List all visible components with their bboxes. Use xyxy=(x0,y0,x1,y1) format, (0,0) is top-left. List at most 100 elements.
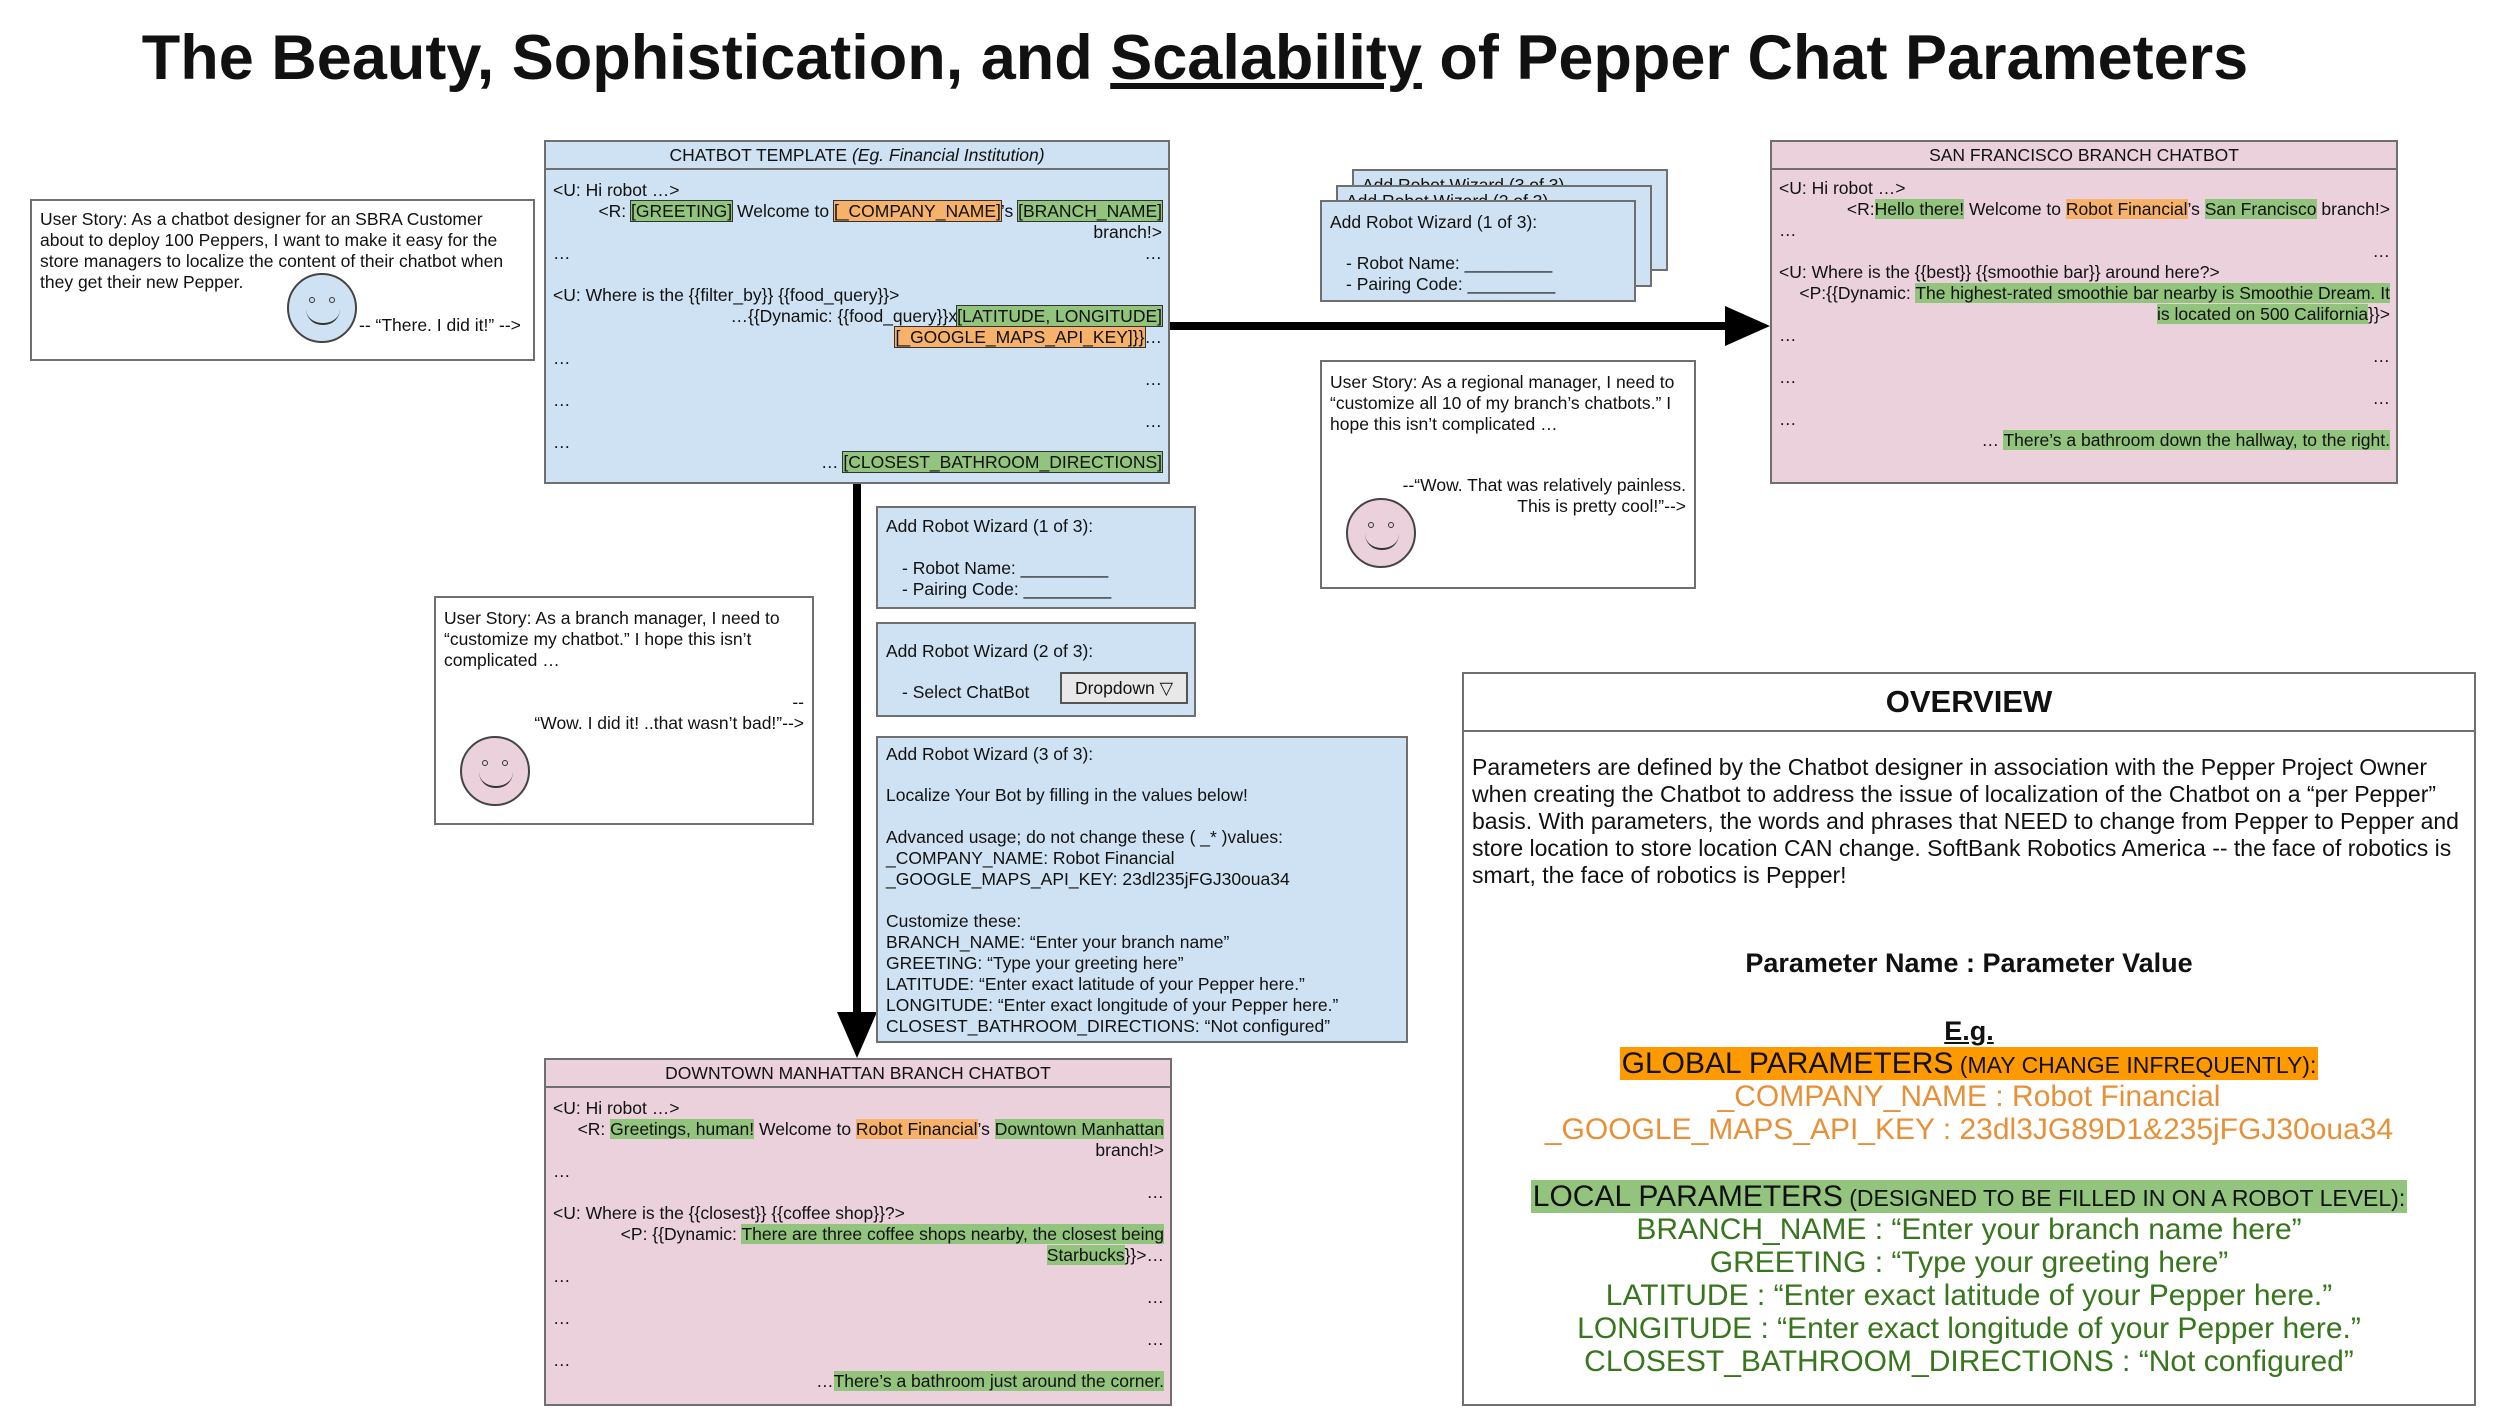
template-line: branch!> xyxy=(1093,222,1162,242)
wizard-title: Add Robot Wizard (2 of 3): xyxy=(886,641,1094,661)
param-google-maps-key: [_GOOGLE_MAPS_API_KEY]}} xyxy=(894,326,1146,348)
sf-line-user-hi: <U: Hi robot …> xyxy=(1779,178,1906,198)
overview-panel: OVERVIEW Parameters are defined by the C… xyxy=(1462,672,2476,1406)
title-text-end: of Pepper Chat Parameters xyxy=(1421,23,2249,93)
wizard-field-bathroom[interactable]: CLOSEST_BATHROOM_DIRECTIONS: “Not config… xyxy=(886,1016,1331,1036)
story-quote: This is pretty cool!”--> xyxy=(1517,496,1686,516)
smiley-face-icon xyxy=(287,273,357,343)
template-header: CHATBOT TEMPLATE (Eg. Financial Institut… xyxy=(546,142,1168,170)
story-line: complicated … xyxy=(444,650,560,670)
sf-line-dynamic: <P:{{Dynamic: The highest-rated smoothie… xyxy=(1799,283,2390,303)
smiley-face-icon xyxy=(1346,498,1416,568)
dm-line: branch!> xyxy=(1095,1140,1164,1160)
ellipsis: … xyxy=(1779,325,1797,345)
ellipsis: … xyxy=(553,1350,571,1370)
chatbot-template-panel: CHATBOT TEMPLATE (Eg. Financial Institut… xyxy=(544,140,1170,484)
title-underlined-word: Scalability xyxy=(1110,23,1422,93)
ellipsis: … xyxy=(553,390,571,410)
story-line: User Story: As a regional manager, I nee… xyxy=(1330,372,1675,392)
wizard-field-pairing-code: - Pairing Code: _________ xyxy=(1346,274,1556,294)
global-param-company: _COMPANY_NAME : Robot Financial xyxy=(1717,1080,2221,1113)
story-line: hope this isn’t complicated … xyxy=(1330,414,1558,434)
dm-line-dynamic: <P: {{Dynamic: There are three coffee sh… xyxy=(620,1224,1164,1244)
story-line: store managers to localize the content o… xyxy=(40,251,504,271)
ellipsis: … xyxy=(1779,367,1797,387)
wizard-field-latitude[interactable]: LATITUDE: “Enter exact latitude of your … xyxy=(886,974,1305,994)
sf-line-dynamic-2: is located on 500 California}}> xyxy=(2156,304,2390,324)
story-dash: -- xyxy=(792,692,804,712)
ellipsis: … xyxy=(2372,241,2391,261)
dm-line-robot-greeting: <R: Greetings, human! Welcome to Robot F… xyxy=(577,1119,1164,1139)
wizard-field-branch[interactable]: BRANCH_NAME: “Enter your branch name” xyxy=(886,932,1230,952)
wizard-field-longitude[interactable]: LONGITUDE: “Enter exact longitude of you… xyxy=(886,995,1339,1015)
title-text-start: The Beauty, Sophistication, and xyxy=(141,23,1111,93)
example-label: E.g. xyxy=(1944,1016,1994,1046)
ellipsis: … xyxy=(1146,1182,1165,1202)
overview-title: OVERVIEW xyxy=(1464,674,2474,732)
story-line: User Story: As a branch manager, I need … xyxy=(444,608,780,628)
wizard-step-3: Add Robot Wizard (3 of 3): Localize Your… xyxy=(876,736,1408,1043)
wizard-intro: Localize Your Bot by filling in the valu… xyxy=(886,785,1248,805)
ellipsis: … xyxy=(553,1266,571,1286)
sf-line-user-where: <U: Where is the {{best}} {{smoothie bar… xyxy=(1779,262,2220,282)
template-line-robot-greeting: <R: [GREETING] Welcome to [_COMPANY_NAME… xyxy=(598,200,1163,222)
arrow-to-manhattan-head xyxy=(837,1012,877,1058)
ellipsis: … xyxy=(553,1308,571,1328)
smiley-face-icon xyxy=(460,736,530,806)
wizard-field-pairing-code[interactable]: - Pairing Code: _________ xyxy=(902,579,1112,599)
wizard-title: Add Robot Wizard (3 of 3): xyxy=(886,744,1094,764)
story-quote: -- “There. I did it!” --> xyxy=(359,315,521,335)
ellipsis: … xyxy=(1144,411,1163,431)
ellipsis: … xyxy=(1146,1329,1165,1349)
wizard-customize-heading: Customize these: xyxy=(886,911,1022,931)
local-param-longitude: LONGITUDE : “Enter exact longitude of yo… xyxy=(1577,1312,2361,1345)
local-param-bathroom: CLOSEST_BATHROOM_DIRECTIONS : “Not confi… xyxy=(1584,1345,2354,1378)
story-quote: --“Wow. That was relatively painless. xyxy=(1402,475,1686,495)
ellipsis: … xyxy=(553,348,571,368)
ellipsis: … xyxy=(1146,1287,1165,1307)
ellipsis: … xyxy=(1779,220,1797,240)
story-line: “customize all 10 of my branch’s chatbot… xyxy=(1330,393,1672,413)
story-line: User Story: As a chatbot designer for an… xyxy=(40,209,483,229)
global-parameters-heading: GLOBAL PARAMETERS (MAY CHANGE INFREQUENT… xyxy=(1619,1047,2319,1080)
sf-line-robot-greeting: <R:Hello there! Welcome to Robot Financi… xyxy=(1846,199,2390,219)
arrow-to-sf-head xyxy=(1725,306,1770,346)
ellipsis: … xyxy=(553,432,571,452)
story-quote: “Wow. I did it! ..that wasn’t bad!”--> xyxy=(534,713,804,733)
wizard-advanced-gmaps: _GOOGLE_MAPS_API_KEY: 23dl235jFGJ30oua34 xyxy=(886,869,1290,889)
ellipsis: … xyxy=(1144,243,1163,263)
overview-paragraph: Parameters are defined by the Chatbot de… xyxy=(1472,754,2459,888)
ellipsis: … xyxy=(1144,369,1163,389)
dm-line-user-where: <U: Where is the {{closest}} {{coffee sh… xyxy=(553,1203,905,1223)
wizard-step-1: Add Robot Wizard (1 of 3): - Robot Name:… xyxy=(876,506,1196,609)
wizard-field-greeting[interactable]: GREETING: “Type your greeting here” xyxy=(886,953,1184,973)
wizard-back-title: Add Robot Wizard (2 of 3) xyxy=(1346,191,1549,201)
local-param-greeting: GREETING : “Type your greeting here” xyxy=(1709,1246,2229,1279)
local-param-latitude: LATITUDE : “Enter exact latitude of your… xyxy=(1605,1279,2333,1312)
param-branch-name: [BRANCH_NAME] xyxy=(1017,200,1163,222)
select-chatbot-label: - Select ChatBot xyxy=(902,682,1030,702)
sf-chatbot-panel: SAN FRANCISCO BRANCH CHATBOT <U: Hi robo… xyxy=(1770,140,2398,484)
dm-line-user-hi: <U: Hi robot …> xyxy=(553,1098,680,1118)
manhattan-chatbot-panel: DOWNTOWN MANHATTAN BRANCH CHATBOT <U: Hi… xyxy=(544,1058,1172,1406)
wizard-step-2: Add Robot Wizard (2 of 3): - Select Chat… xyxy=(876,622,1196,717)
template-line-dynamic: …{{Dynamic: {{food_query}}x[LATITUDE, LO… xyxy=(730,305,1163,327)
story-line: “customize my chatbot.” I hope this isn’… xyxy=(444,629,752,649)
wizard-back-title: Add Robot Wizard (3 of 3) xyxy=(1362,175,1565,185)
ellipsis: … xyxy=(1779,409,1797,429)
manhattan-header: DOWNTOWN MANHATTAN BRANCH CHATBOT xyxy=(546,1060,1170,1088)
global-param-gmaps: _GOOGLE_MAPS_API_KEY : 23dl3JG89D1&235jF… xyxy=(1544,1113,2394,1146)
story-line: they get their new Pepper. xyxy=(40,272,244,292)
template-line-bathroom: … [CLOSEST_BATHROOM_DIRECTIONS] xyxy=(821,451,1163,473)
wizard-field-robot-name[interactable]: - Robot Name: _________ xyxy=(902,558,1109,578)
story-line: about to deploy 100 Peppers, I want to m… xyxy=(40,230,498,250)
param-lat-long: [LATITUDE, LONGITUDE] xyxy=(956,305,1163,327)
local-param-branch: BRANCH_NAME : “Enter your branch name he… xyxy=(1636,1213,2302,1246)
chatbot-dropdown[interactable]: Dropdown ▽ xyxy=(1060,672,1188,704)
param-greeting: [GREETING] xyxy=(630,200,734,222)
wizard-title: Add Robot Wizard (1 of 3): xyxy=(886,516,1094,536)
wizard-card-front: Add Robot Wizard (1 of 3): - Robot Name:… xyxy=(1320,200,1636,302)
wizard-advanced-heading: Advanced usage; do not change these ( _*… xyxy=(886,827,1283,847)
template-line-gmaps: [_GOOGLE_MAPS_API_KEY]}}… xyxy=(894,326,1162,348)
